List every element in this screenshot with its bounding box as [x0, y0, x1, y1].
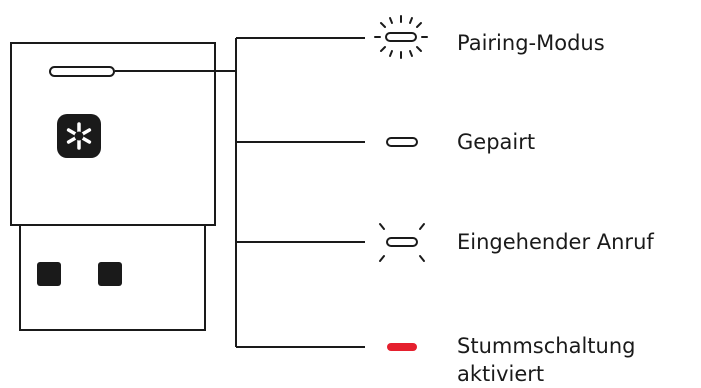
state-label-incoming-call: Eingehender Anruf [457, 230, 654, 254]
state-label-mute-active: Stummschaltung aktiviert [457, 334, 636, 386]
connector-lines [115, 37, 365, 348]
receiver-status-light [49, 66, 115, 77]
blinking-white-light-icon [374, 15, 428, 59]
usb-contact-right [98, 262, 122, 286]
bluetooth-asterisk-icon [57, 114, 101, 158]
state-label-pairing-mode: Pairing-Modus [457, 31, 605, 55]
usb-contact-left [37, 262, 61, 286]
state-label-paired: Gepairt [457, 130, 536, 154]
steady-white-light-icon [386, 137, 418, 147]
usb-receiver [10, 42, 216, 331]
pulsing-white-light-icon [379, 223, 425, 262]
steady-red-light-icon [387, 343, 417, 351]
